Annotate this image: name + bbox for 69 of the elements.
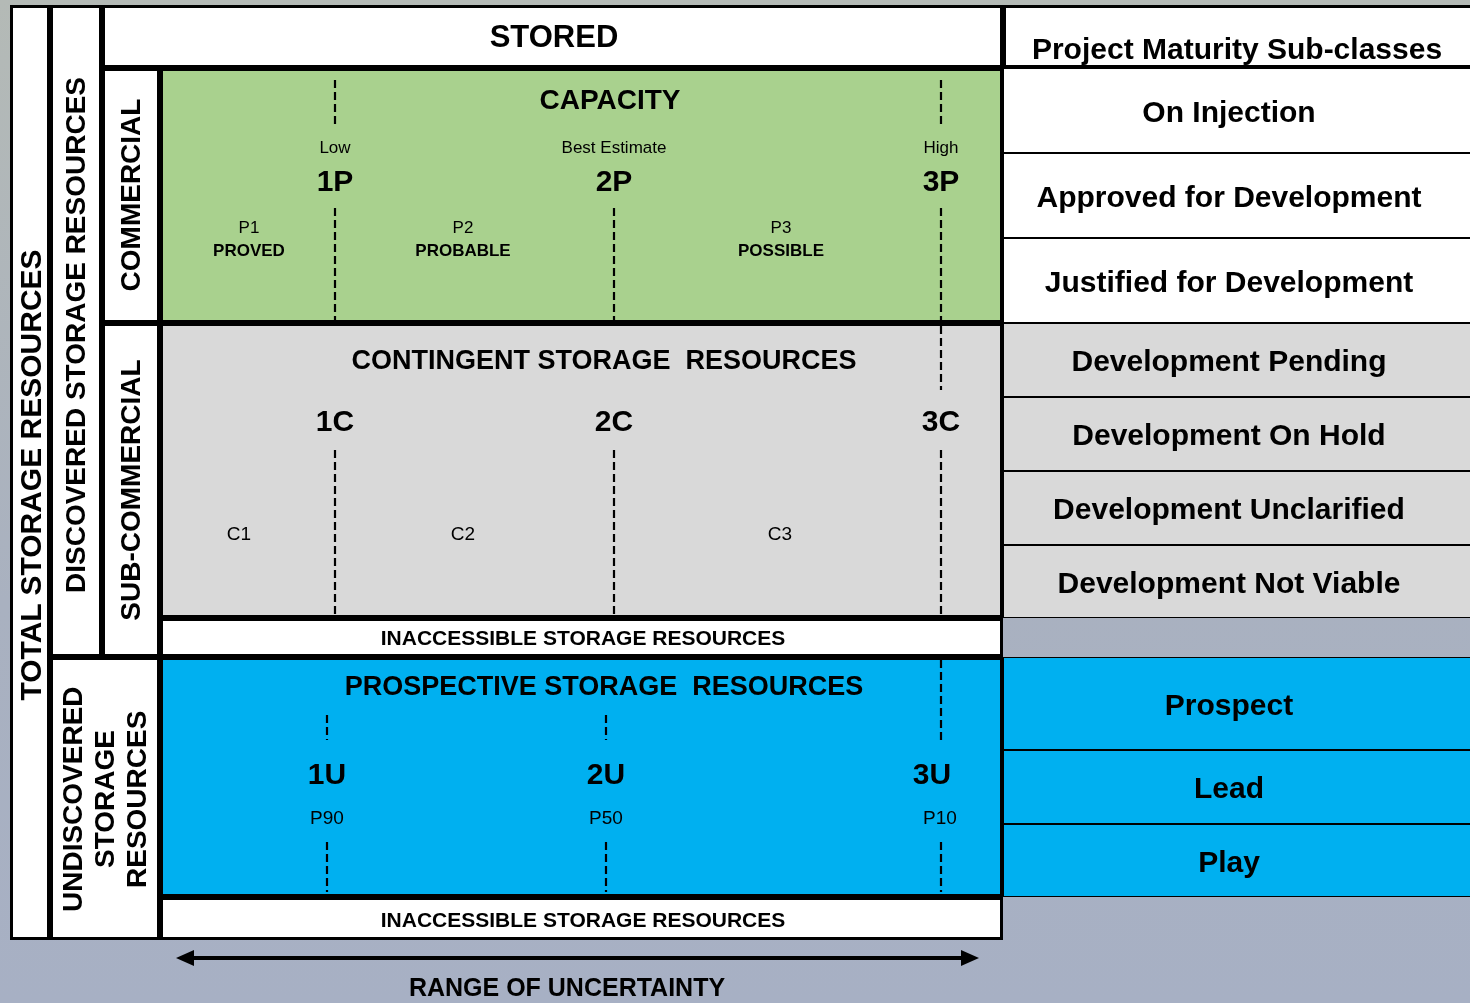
category-heading: CONTINGENT STORAGE RESOURCES	[351, 346, 857, 376]
class-label: Approved for Development	[1036, 179, 1422, 212]
class-panel	[160, 323, 1003, 618]
class-row	[1003, 750, 1470, 824]
band-label: DISCOVERED STORAGE RESOURCES	[60, 77, 92, 593]
band-label: SUB-COMMERCIAL	[115, 359, 147, 621]
table-cell	[102, 323, 160, 657]
category-label: 3C	[921, 403, 961, 437]
class-label: Development Not Viable	[1057, 565, 1401, 598]
category-label: Low	[319, 138, 351, 158]
class-row	[1003, 657, 1470, 750]
row-label: INACCESSIBLE STORAGE RESOURCES	[380, 908, 786, 932]
table-cell	[50, 5, 102, 657]
band-label: UNDISCOVERED STORAGE RESOURCES	[56, 685, 154, 914]
category-label: P1	[238, 218, 260, 238]
category-label: P90	[310, 807, 344, 829]
category-label: C2	[450, 523, 476, 545]
class-row	[1003, 471, 1470, 545]
table-cell	[50, 657, 160, 940]
class-label: Lead	[1194, 770, 1264, 804]
category-label: 1C	[315, 403, 355, 437]
class-panel	[160, 657, 1003, 897]
category-label: 2U	[586, 756, 626, 790]
table-cell	[160, 897, 1003, 940]
class-row	[1003, 397, 1470, 471]
category-label: High	[923, 138, 959, 158]
category-label: 2P	[595, 163, 633, 197]
band-label: COMMERCIAL	[115, 98, 147, 292]
category-heading: PROSPECTIVE STORAGE RESOURCES	[344, 672, 864, 702]
category-label: 3U	[912, 756, 952, 790]
category-heading: CAPACITY	[539, 84, 681, 116]
class-label: Development Unclarified	[1053, 491, 1405, 525]
axis-label: RANGE OF UNCERTAINTY	[408, 974, 726, 1002]
category-label: 2C	[594, 403, 634, 437]
class-row	[1003, 824, 1470, 897]
table-cell	[1003, 68, 1470, 153]
class-label: On Injection	[1142, 94, 1316, 127]
category-label: P50	[589, 807, 623, 829]
table-cell	[1003, 238, 1470, 323]
table-cell	[102, 5, 1003, 68]
category-label: POSSIBLE	[738, 241, 824, 261]
class-row	[1003, 545, 1470, 618]
category-label: Best Estimate	[561, 138, 667, 158]
class-label: Development Pending	[1071, 343, 1387, 377]
column-heading: Project Maturity Sub-classes	[1031, 31, 1443, 65]
row-label: INACCESSIBLE STORAGE RESOURCES	[380, 626, 786, 650]
table-cell	[102, 68, 160, 323]
category-label: P3	[770, 218, 792, 238]
class-label: Justified for Development	[1044, 264, 1414, 297]
table-cell	[10, 5, 50, 940]
band-label: TOTAL STORAGE RESOURCES	[13, 249, 47, 701]
category-label: P10	[923, 807, 957, 829]
category-label: P2	[452, 218, 474, 238]
category-label: 1P	[316, 163, 354, 197]
category-label: C3	[767, 523, 793, 545]
category-label: PROBABLE	[415, 241, 511, 261]
table-cell	[1003, 153, 1470, 238]
class-label: Play	[1198, 844, 1260, 877]
class-panel	[160, 68, 1003, 323]
category-label: PROVED	[213, 241, 285, 261]
class-label: Prospect	[1164, 687, 1294, 720]
column-heading: STORED	[489, 19, 619, 55]
class-label: Development On Hold	[1072, 417, 1386, 451]
category-label: C1	[226, 523, 252, 545]
category-label: 3P	[922, 163, 960, 197]
category-label: 1U	[307, 756, 347, 790]
table-cell	[1003, 5, 1470, 68]
table-cell	[160, 618, 1003, 657]
class-row	[1003, 323, 1470, 397]
